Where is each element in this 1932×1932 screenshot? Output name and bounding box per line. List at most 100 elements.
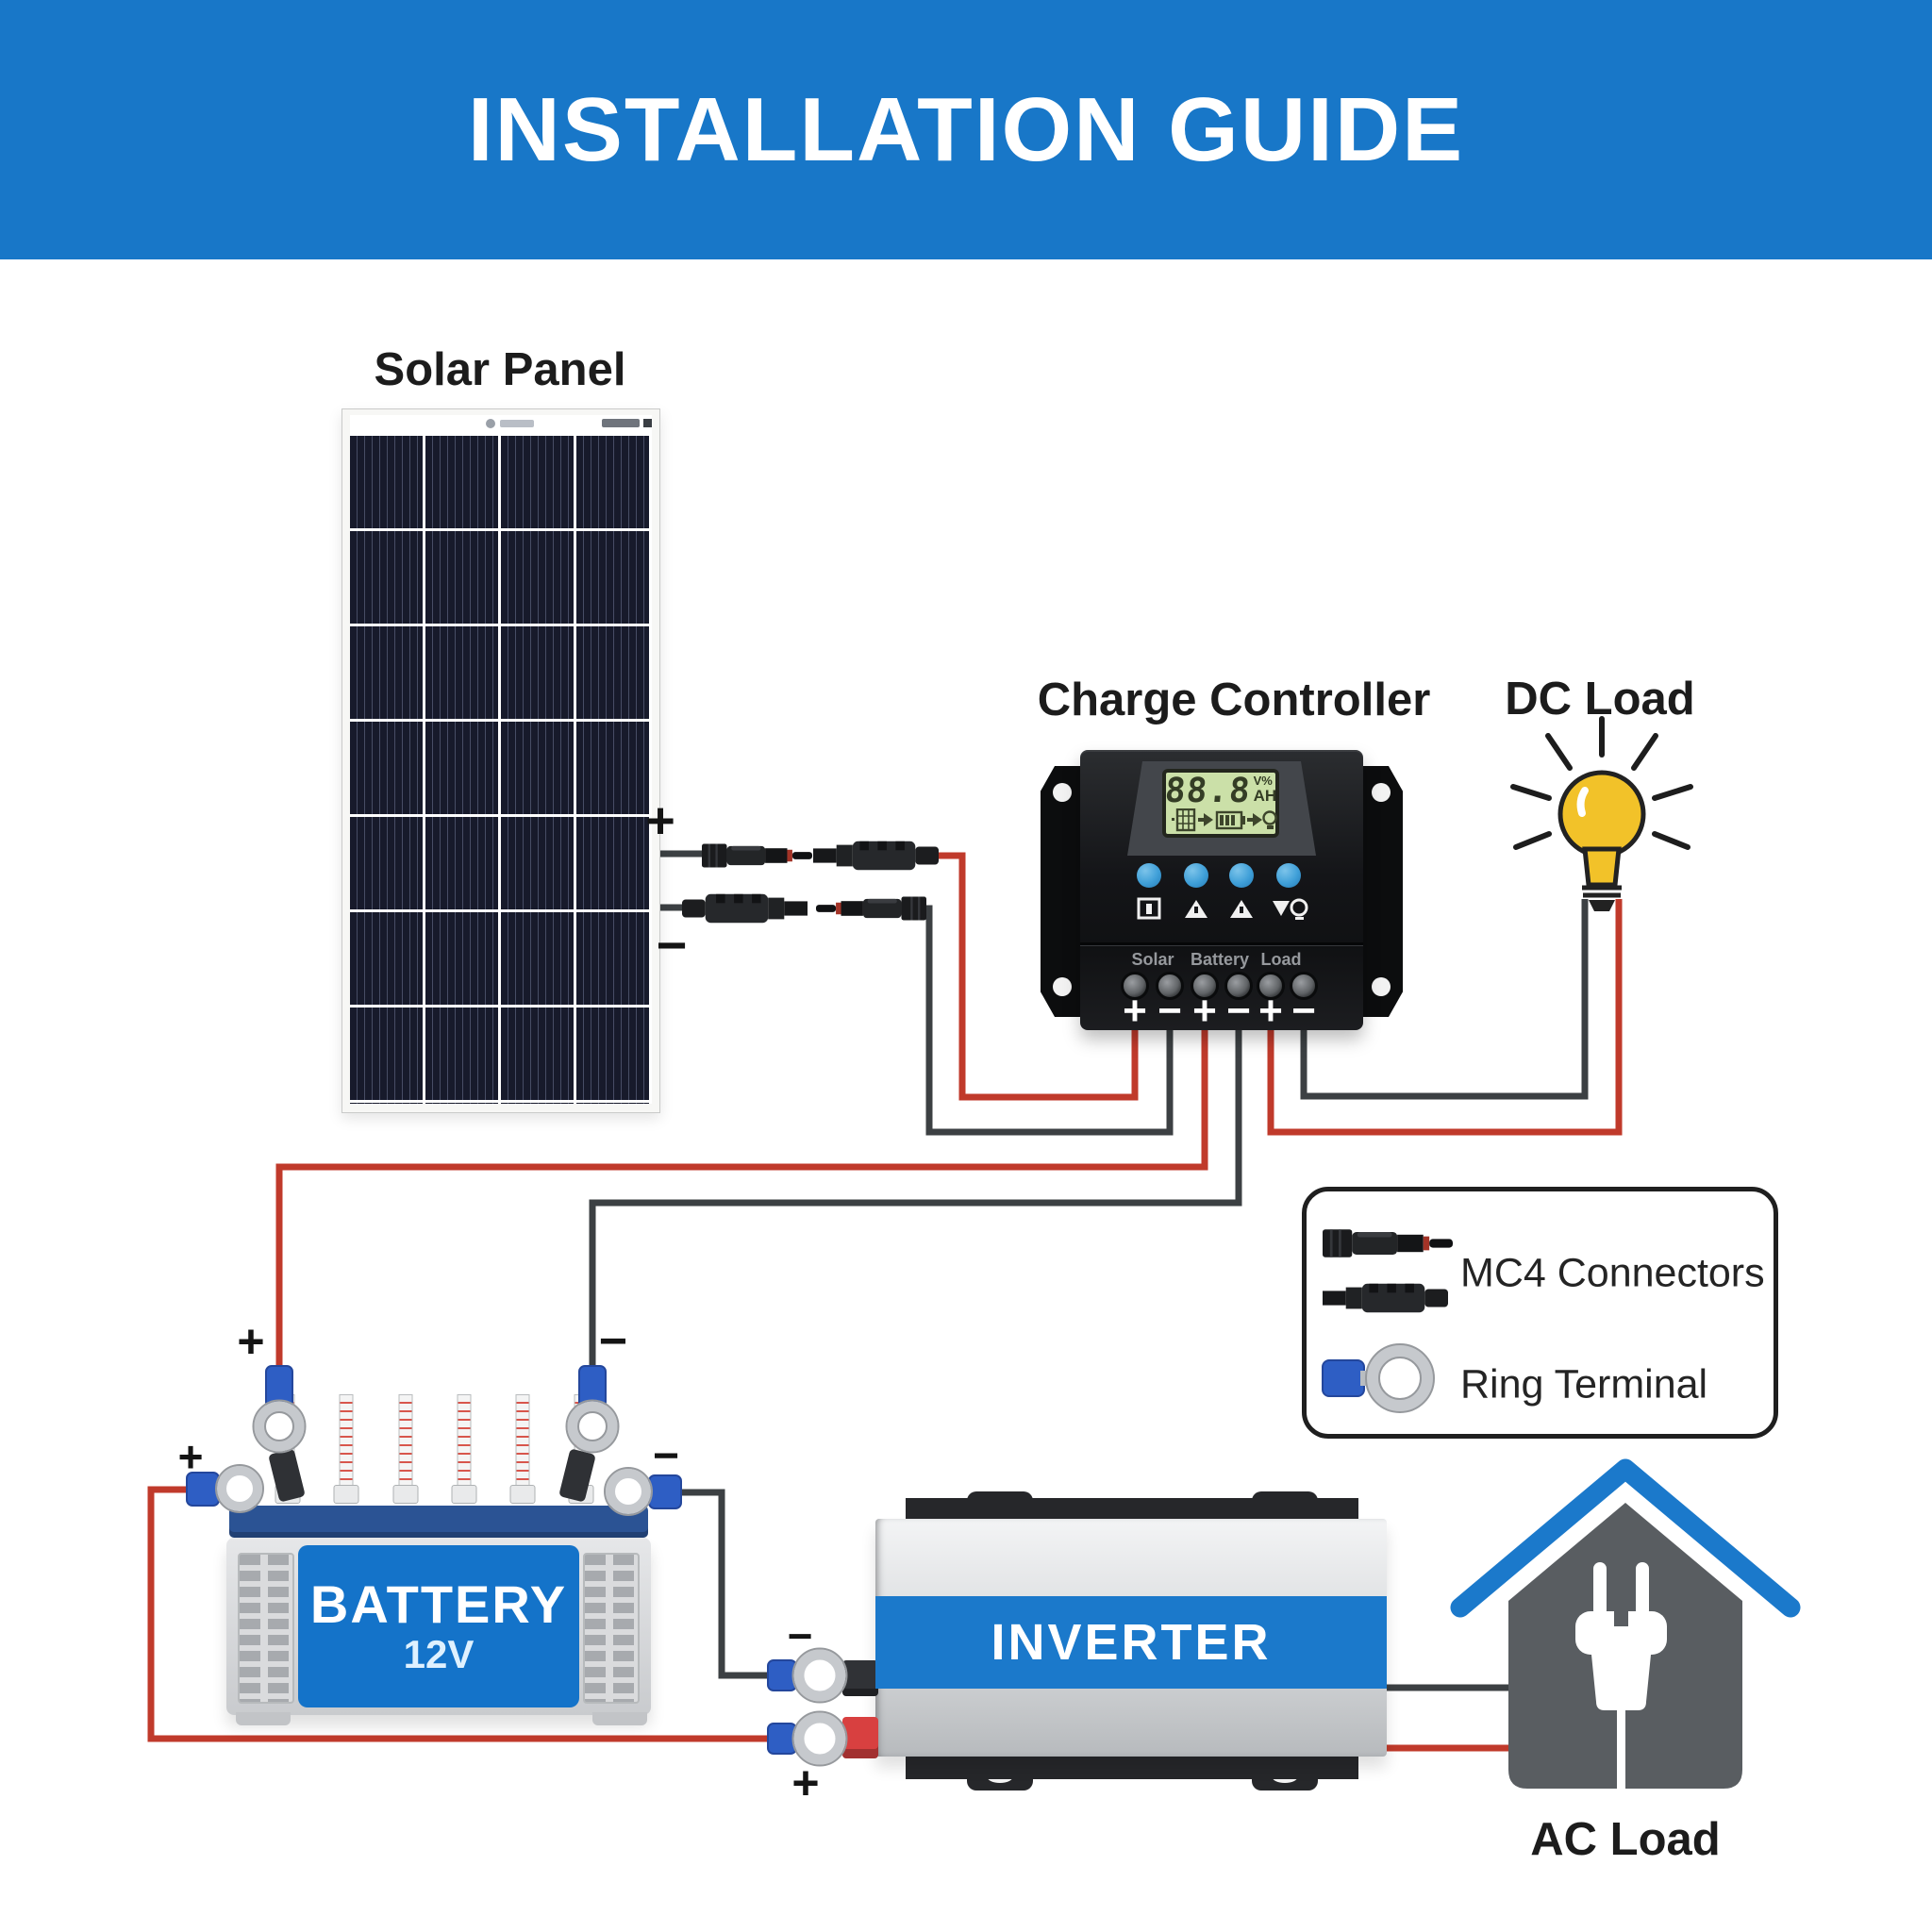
battery-foot [592,1712,647,1725]
charge-controller: 88.8 V% AH [1041,750,1403,1034]
controller-button[interactable] [1184,863,1208,888]
battery-name: BATTERY [309,1574,568,1634]
terminal-sign: + [1123,988,1147,1034]
inverter-negative-sign: − [787,1611,813,1660]
solar-panel [341,408,660,1113]
ac-load-label: AC Load [1530,1814,1721,1865]
inverter-positive-terminal[interactable] [842,1717,878,1758]
mc4-male-connector [700,842,814,869]
controller-button[interactable] [1276,863,1301,888]
wire-inverter-negative [681,1489,775,1679]
wire-load-negative [1300,899,1589,1100]
terminal-sign: − [1158,988,1182,1034]
mc4-male-connector [814,895,928,922]
terminal-battery-negative[interactable] [1224,972,1253,1000]
controller-left-flange [1041,766,1085,1017]
ring-terminal [1323,1344,1434,1412]
battery-top-positive-sign: + [237,1315,265,1368]
terminal-solar-negative[interactable] [1156,972,1184,1000]
display-mode-icon [1137,897,1161,920]
wire-solar-negative [923,905,1174,1136]
screw-hole-icon [1053,977,1072,996]
battery-post-base [509,1485,536,1504]
inverter-positive-sign: + [791,1757,820,1809]
page-title: INSTALLATION GUIDE [467,78,1465,180]
wire-battery-positive [275,1024,1208,1379]
inverter-label: INVERTER [991,1614,1272,1671]
battery-vent-grid [238,1553,294,1704]
wire-load-positive [1267,899,1623,1136]
inverter-band: INVERTER [875,1596,1387,1689]
terminal-solar-positive[interactable] [1121,972,1149,1000]
controller-right-flange [1358,766,1403,1017]
battery-foot [236,1712,291,1725]
terminal-sign: − [1226,988,1251,1034]
battery-body: BATTERY 12V [226,1538,651,1715]
terminal-sign: + [1258,988,1283,1034]
inverter-bottom-bracket [906,1757,1358,1779]
controller-divider [1080,942,1363,946]
inverter-top-bracket [906,1498,1358,1521]
panel-logo [486,419,652,428]
wire-solar-positive [939,852,1139,1101]
controller-button[interactable] [1137,863,1161,888]
ring-terminal [767,1647,848,1704]
battery-post-base [451,1485,477,1504]
ring-terminal [252,1365,307,1454]
terminal-sign: + [1192,988,1217,1034]
legend-mc4-label: MC4 Connectors [1460,1250,1765,1296]
terminal-group-load: Load [1260,950,1302,969]
battery-post-base [333,1485,359,1504]
controller-button-icons [1137,897,1308,920]
bulb-icon [1262,810,1277,825]
battery-side-positive-sign: + [177,1432,204,1481]
controller-body: 88.8 V% AH [1080,750,1363,1034]
load-light-icon [1273,901,1290,916]
lcd-display: 88.8 V% AH [1162,769,1279,838]
mc4-female-connector [813,841,939,871]
terminal-load-positive[interactable] [1257,972,1285,1000]
light-bulb-icon [1510,716,1693,911]
solar-panel-label: Solar Panel [374,344,626,395]
lcd-unit-ah: AH [1253,787,1277,805]
solar-panel-cells [350,436,652,1104]
terminal-group-solar: Solar [1131,950,1174,969]
arrow-right-icon [1204,813,1213,826]
mc4-male-connector [1321,1227,1455,1259]
screw-hole-icon [1372,783,1391,802]
terminal-sign: − [1291,988,1316,1034]
mc4-female-connector [682,893,808,924]
screw-hole-icon [1053,783,1072,802]
ring-terminal [767,1710,848,1767]
terminal-group-battery: Battery [1190,950,1250,969]
battery-label-panel: BATTERY 12V [298,1545,579,1707]
inverter: INVERTER [842,1491,1387,1790]
charge-controller-label: Charge Controller [1037,675,1431,725]
pv-positive-sign: + [645,792,675,849]
plug-icon [1575,1562,1667,1789]
ring-terminal [565,1365,620,1454]
mc4-female-connector [1323,1283,1448,1313]
terminal-battery-positive[interactable] [1191,972,1219,1000]
screw-hole-icon [1372,977,1391,996]
inverter-negative-terminal[interactable] [842,1660,878,1696]
house-icon [1450,1458,1801,1789]
controller-button[interactable] [1229,863,1254,888]
banner: INSTALLATION GUIDE [0,0,1932,259]
terminal-load-negative[interactable] [1290,972,1318,1000]
battery-top-negative-sign: − [598,1314,628,1369]
lcd-flow-icons [1172,808,1277,832]
legend-ring-label: Ring Terminal [1460,1361,1708,1407]
battery-top-strip [229,1506,648,1538]
wire-inverter-positive [147,1486,775,1742]
dc-load-label: DC Load [1505,674,1695,724]
wire-battery-negative [589,1024,1242,1379]
battery-side-negative-sign: − [652,1431,680,1481]
battery-post-base [392,1485,419,1504]
lcd-unit-volts: V% [1253,774,1273,788]
ring-terminal [186,1464,264,1513]
pv-negative-sign: − [656,915,688,974]
